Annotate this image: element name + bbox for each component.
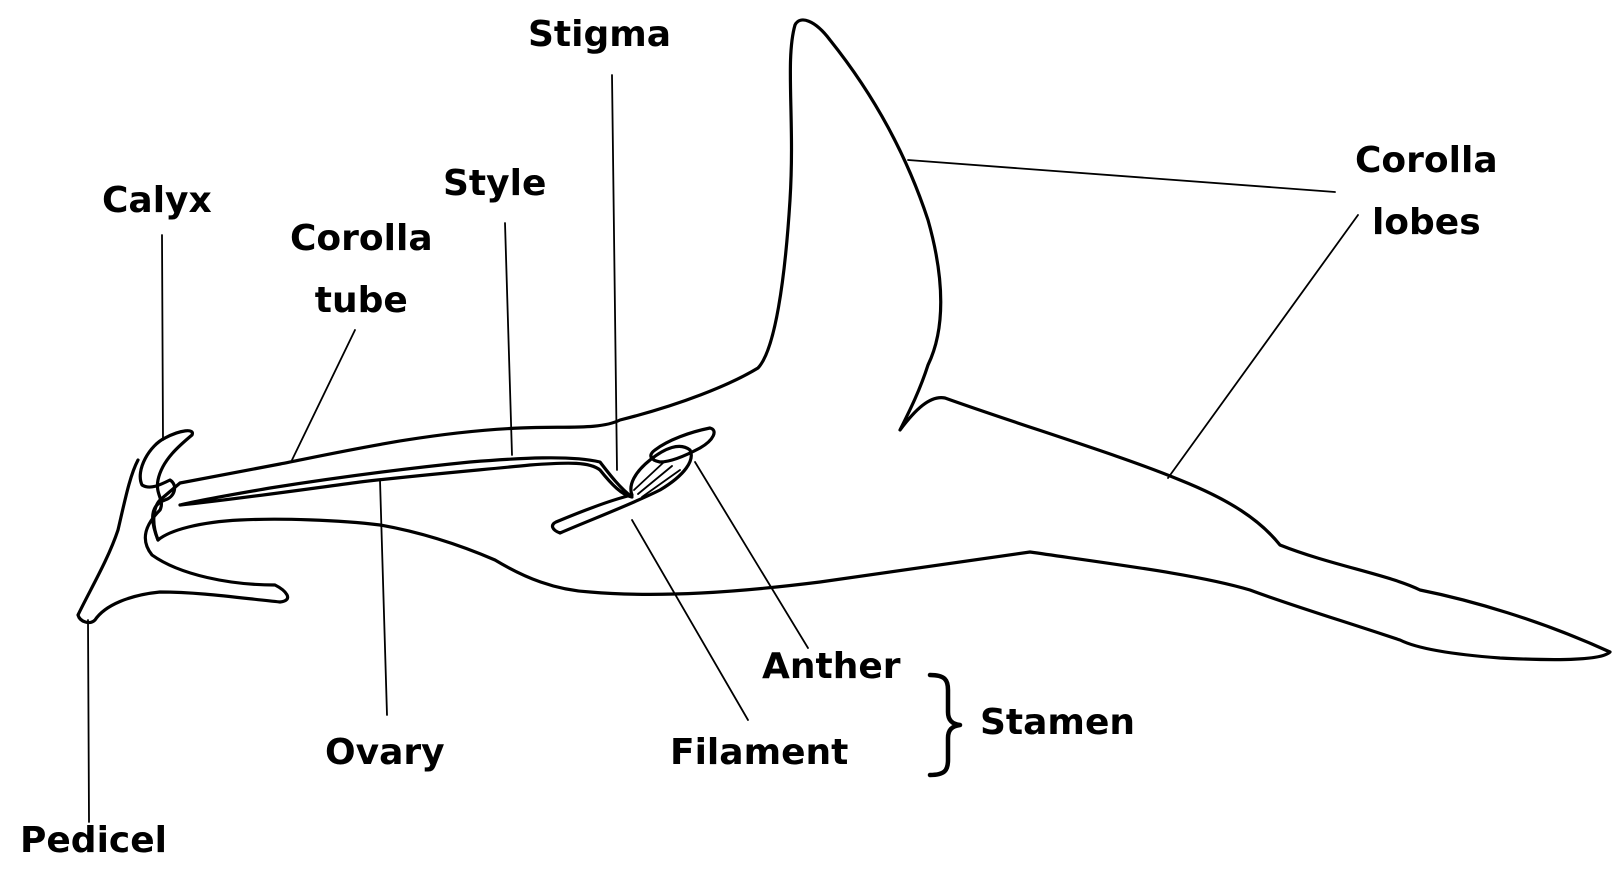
stamen-text: Stamen [980,692,1135,754]
stamen-label: Stamen [980,692,1135,754]
stigma-label: Stigma [528,4,671,66]
corolla-lobes-leader-top [908,160,1335,192]
anther-shape [553,428,715,533]
pedicel-leader [88,620,89,822]
ovary-leader [380,480,387,715]
corolla-lobes-line2: lobes [1355,192,1498,254]
filament-label: Filament [670,722,848,784]
calyx-leader [162,235,163,440]
calyx-text: Calyx [102,170,212,232]
corolla-lobes-leader-bottom [1168,215,1358,478]
stigma-leader [612,75,617,470]
filament-leader [632,520,748,720]
ovary-label: Ovary [325,722,445,784]
stamen-brace [930,675,960,775]
corolla-tube-leader [292,330,355,460]
anther-leader [695,462,808,648]
corolla-outline [154,20,1610,660]
anther-label: Anther [762,636,901,698]
corolla-tube-line1: Corolla [290,208,433,270]
pedicel-label: Pedicel [20,810,167,872]
style-leader [505,223,512,455]
corolla-tube-label: Corolla tube [290,208,433,332]
corolla-lobes-line1: Corolla [1355,130,1498,192]
style-text: Style [443,153,546,215]
filament-text: Filament [670,722,848,784]
corolla-tube-line2: tube [290,270,433,332]
style-label: Style [443,153,546,215]
anther-text: Anther [762,636,901,698]
corolla-lobes-label: Corolla lobes [1355,130,1498,254]
pedicel-text: Pedicel [20,810,167,872]
calyx-shape [78,431,288,623]
calyx-label: Calyx [102,170,212,232]
ovary-shape [180,458,632,505]
ovary-text: Ovary [325,722,445,784]
stigma-text: Stigma [528,4,671,66]
